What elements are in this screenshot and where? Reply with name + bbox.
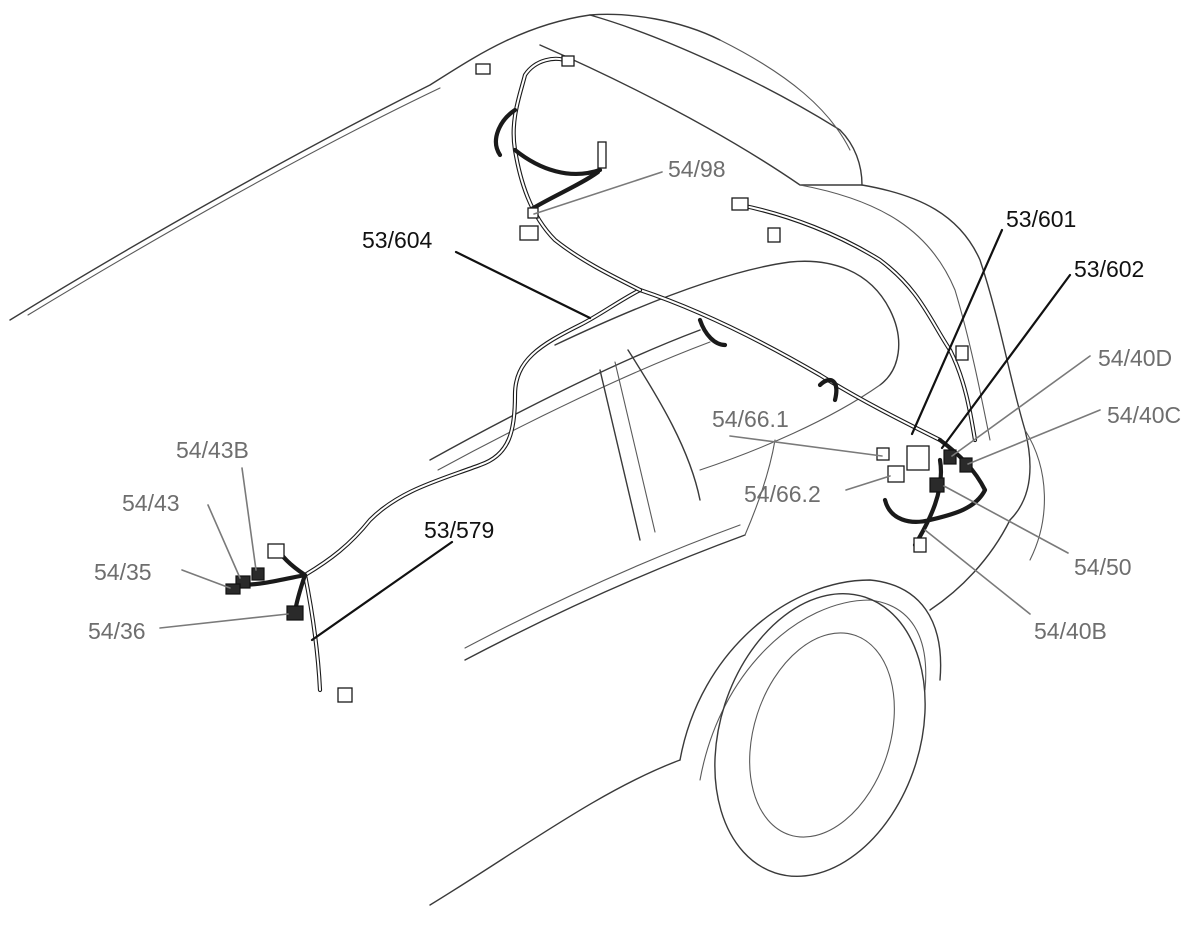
wheel-arch	[679, 579, 942, 761]
roof-edge-inner	[27, 87, 441, 316]
callout-54-40b: 54/40B	[1034, 618, 1107, 644]
connector-54-43b	[251, 567, 265, 581]
harness-roof-branch	[493, 107, 603, 213]
leader-54-43	[207, 504, 241, 579]
c-pillar	[627, 349, 701, 501]
connector-tailgate-2	[767, 227, 781, 243]
wiring-harness	[237, 56, 988, 693]
rear-wheel	[679, 579, 942, 878]
callout-53-601: 53/601	[1006, 206, 1077, 232]
callout-54-40d: 54/40D	[1098, 345, 1173, 371]
callout-53-604: 53/604	[362, 227, 433, 253]
spoiler-side	[719, 39, 851, 151]
connector-roof-2	[561, 55, 575, 67]
side-panel-lower	[429, 759, 681, 906]
callout-54-98: 54/98	[668, 156, 726, 182]
connector-54-66-2	[887, 465, 905, 483]
rear-window-frame	[554, 260, 900, 386]
connector-roof-3	[597, 141, 607, 169]
leader-53-579	[310, 540, 454, 642]
callout-53-602: 53/602	[1074, 256, 1145, 282]
vehicle-body	[9, 13, 1045, 906]
callout-54-43b: 54/43B	[176, 437, 249, 463]
connector-54-40b	[913, 537, 927, 553]
callout-54-66-2: 54/66.2	[744, 481, 821, 507]
callout-54-40c: 54/40C	[1107, 402, 1182, 428]
connectors	[225, 55, 973, 703]
harness-main	[302, 287, 943, 693]
callout-53-579: 53/579	[424, 517, 495, 543]
harness-main-core	[304, 289, 941, 691]
leader-54-50	[943, 485, 1069, 554]
callout-54-66-1: 54/66.1	[712, 406, 789, 432]
leader-54-36	[159, 613, 289, 629]
connector-misc-1	[955, 345, 969, 361]
connector-54-35	[225, 583, 241, 595]
tyre-inner	[749, 632, 895, 838]
tyre-outer	[714, 592, 926, 878]
wheel-arch-inner	[699, 599, 927, 781]
rear-pillar	[861, 184, 1031, 521]
leader-54-40D	[951, 355, 1091, 457]
callout-54-36: 54/36	[88, 618, 146, 644]
leader-53-602	[940, 273, 1072, 450]
connector-54-40c	[959, 457, 973, 473]
connector-roof-4	[519, 225, 539, 241]
connector-54-36	[286, 605, 304, 621]
leader-53-601	[910, 228, 1004, 436]
rear-door-pillar	[599, 369, 641, 541]
harness-tailgate-core	[739, 204, 976, 441]
belt-line	[429, 329, 701, 461]
leader-54-40C	[967, 409, 1101, 465]
leader-54-40B	[924, 529, 1031, 615]
leader-53-604	[454, 250, 592, 320]
roof-edge	[9, 13, 721, 321]
connector-54-50	[929, 477, 945, 493]
leader-54-66-1	[729, 435, 883, 457]
leader-54-43B	[241, 467, 257, 571]
door-bottom-2	[464, 524, 741, 649]
rear-door-pillar-2	[614, 361, 656, 533]
callout-54-35: 54/35	[94, 559, 152, 585]
rear-quarter	[929, 519, 1011, 611]
door-bottom	[464, 534, 746, 661]
bumper-edge	[1024, 429, 1045, 561]
door-shut-line	[744, 439, 776, 536]
leader-54-35	[181, 569, 231, 589]
connector-tailgate	[731, 197, 749, 211]
callout-54-43: 54/43	[122, 490, 180, 516]
tailgate-edge	[799, 184, 991, 441]
belt-line-2	[437, 341, 711, 471]
leader-54-98	[533, 171, 663, 215]
harness-roof-core	[512, 57, 641, 291]
connector-roof-1	[475, 63, 491, 75]
connector-53-579	[337, 687, 353, 703]
harness-side-loop	[697, 317, 839, 403]
connector-54-40d	[943, 449, 957, 465]
callout-54-50: 54/50	[1074, 554, 1132, 580]
leader-54-66-2	[845, 475, 891, 491]
connector-54-43b-a	[267, 543, 285, 559]
connector-54-66-1	[876, 447, 890, 461]
leader-lines	[159, 171, 1101, 642]
connector-53-601	[906, 445, 930, 471]
spoiler-top	[589, 14, 863, 186]
